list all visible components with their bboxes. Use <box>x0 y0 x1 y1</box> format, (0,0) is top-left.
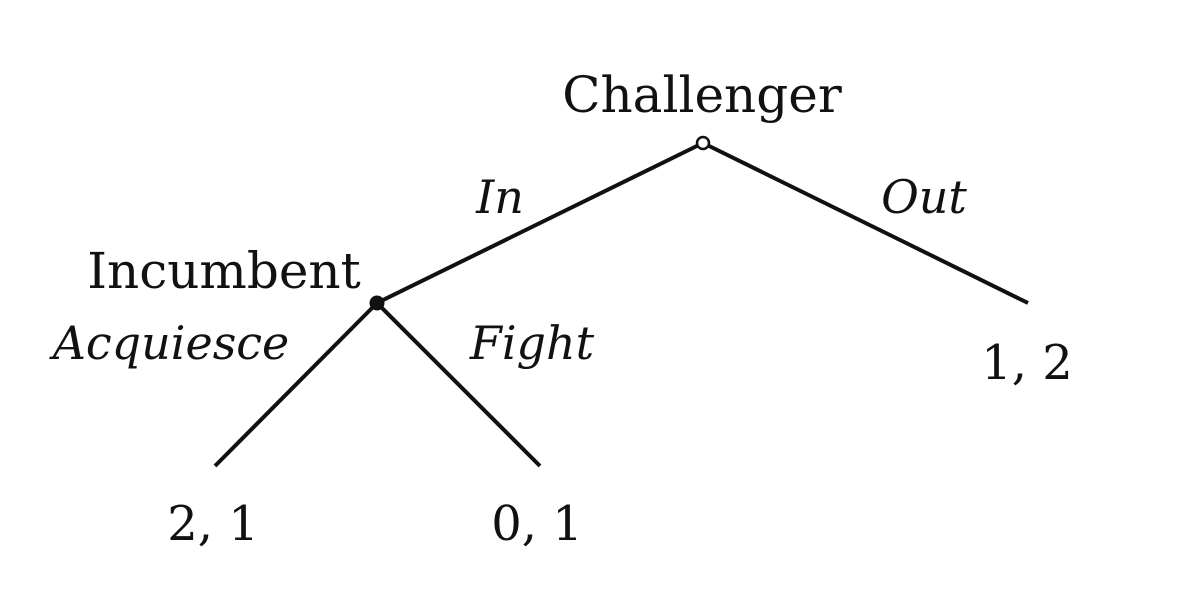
challenger-label: Challenger <box>562 66 842 124</box>
edge-out <box>702 141 1029 305</box>
payoff-acquiesce: 2, 1 <box>167 496 259 552</box>
action-in-label: In <box>475 170 524 224</box>
edge-in <box>376 141 704 305</box>
payoff-out: 1, 2 <box>981 335 1073 391</box>
action-fight-label: Fight <box>469 316 595 370</box>
incumbent-node <box>369 295 385 311</box>
payoff-fight: 0, 1 <box>491 496 583 552</box>
edge-fight <box>375 301 542 468</box>
incumbent-label: Incumbent <box>87 242 360 300</box>
challenger-node <box>695 135 711 151</box>
edge-acquiesce <box>213 301 379 468</box>
action-acquiesce-label: Acquiesce <box>49 316 290 370</box>
action-out-label: Out <box>881 170 967 224</box>
